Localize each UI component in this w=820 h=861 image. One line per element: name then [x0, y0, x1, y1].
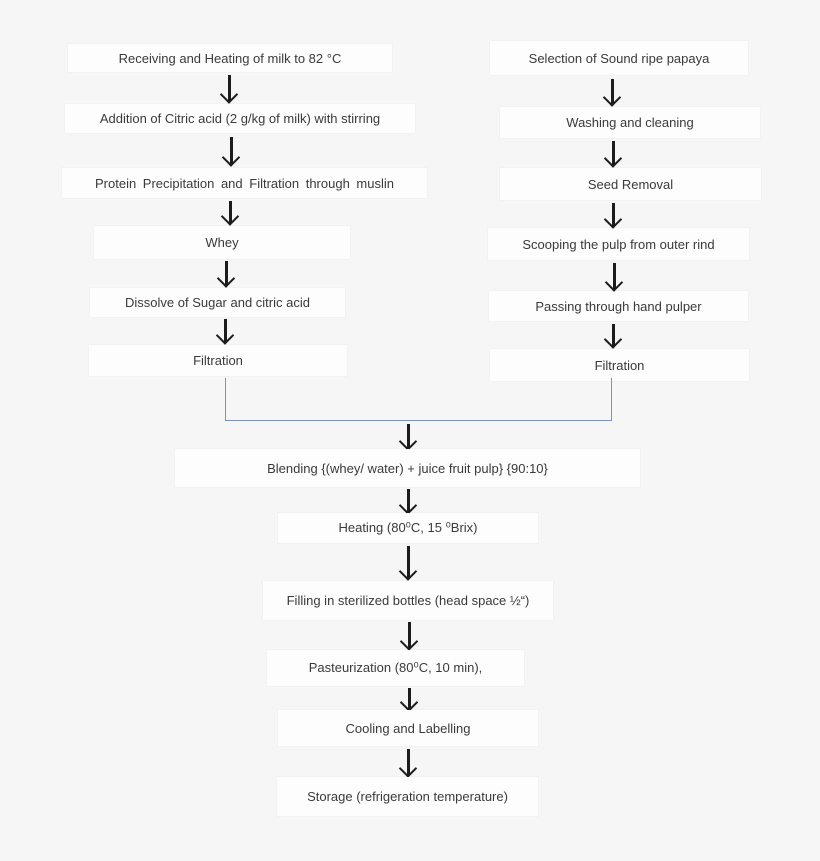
down-arrow: [612, 324, 615, 346]
node-scooping-pulp: Scooping the pulp from outer rind: [488, 228, 749, 260]
node-whey: Whey: [94, 226, 350, 259]
node-citric-acid-addition: Addition of Citric acid (2 g/kg of milk)…: [65, 104, 415, 133]
node-dissolve-sugar-citric-acid: Dissolve of Sugar and citric acid: [90, 288, 345, 317]
down-arrow: [407, 489, 410, 512]
node-blending: Blending {(whey/ water) + juice fruit pu…: [175, 449, 640, 487]
down-arrow: [407, 749, 410, 775]
node-selection-ripe-papaya: Selection of Sound ripe papaya: [490, 41, 748, 75]
node-heating: Heating (80⁰C, 15 ⁰Brix): [278, 513, 538, 543]
node-hand-pulper: Passing through hand pulper: [489, 291, 748, 321]
node-seed-removal: Seed Removal: [500, 168, 761, 200]
node-cooling-labelling: Cooling and Labelling: [278, 710, 538, 746]
down-arrow: [613, 263, 616, 289]
node-filling-bottles: Filling in sterilized bottles (head spac…: [263, 581, 553, 620]
down-arrow: [612, 141, 615, 165]
down-arrow: [612, 203, 615, 226]
node-protein-precipitation-filtration: Protein Precipitation and Filtration thr…: [62, 168, 427, 198]
node-filtration-pulp: Filtration: [490, 349, 749, 381]
down-arrow: [611, 79, 614, 104]
down-arrow: [224, 319, 227, 342]
node-receiving-heating-milk: Receiving and Heating of milk to 82 °C: [68, 44, 392, 72]
down-arrow: [225, 261, 228, 285]
down-arrow: [408, 622, 411, 648]
merge-connector: [225, 378, 612, 421]
down-arrow: [407, 546, 410, 578]
down-arrow: [228, 75, 231, 101]
node-filtration-whey: Filtration: [89, 345, 347, 376]
down-arrow: [408, 688, 411, 709]
node-washing-cleaning: Washing and cleaning: [500, 107, 760, 138]
node-storage: Storage (refrigeration temperature): [277, 777, 538, 816]
down-arrow: [407, 424, 410, 448]
down-arrow: [229, 201, 232, 223]
node-pasteurization: Pasteurization (80⁰C, 10 min),: [267, 650, 524, 686]
down-arrow: [230, 137, 233, 164]
